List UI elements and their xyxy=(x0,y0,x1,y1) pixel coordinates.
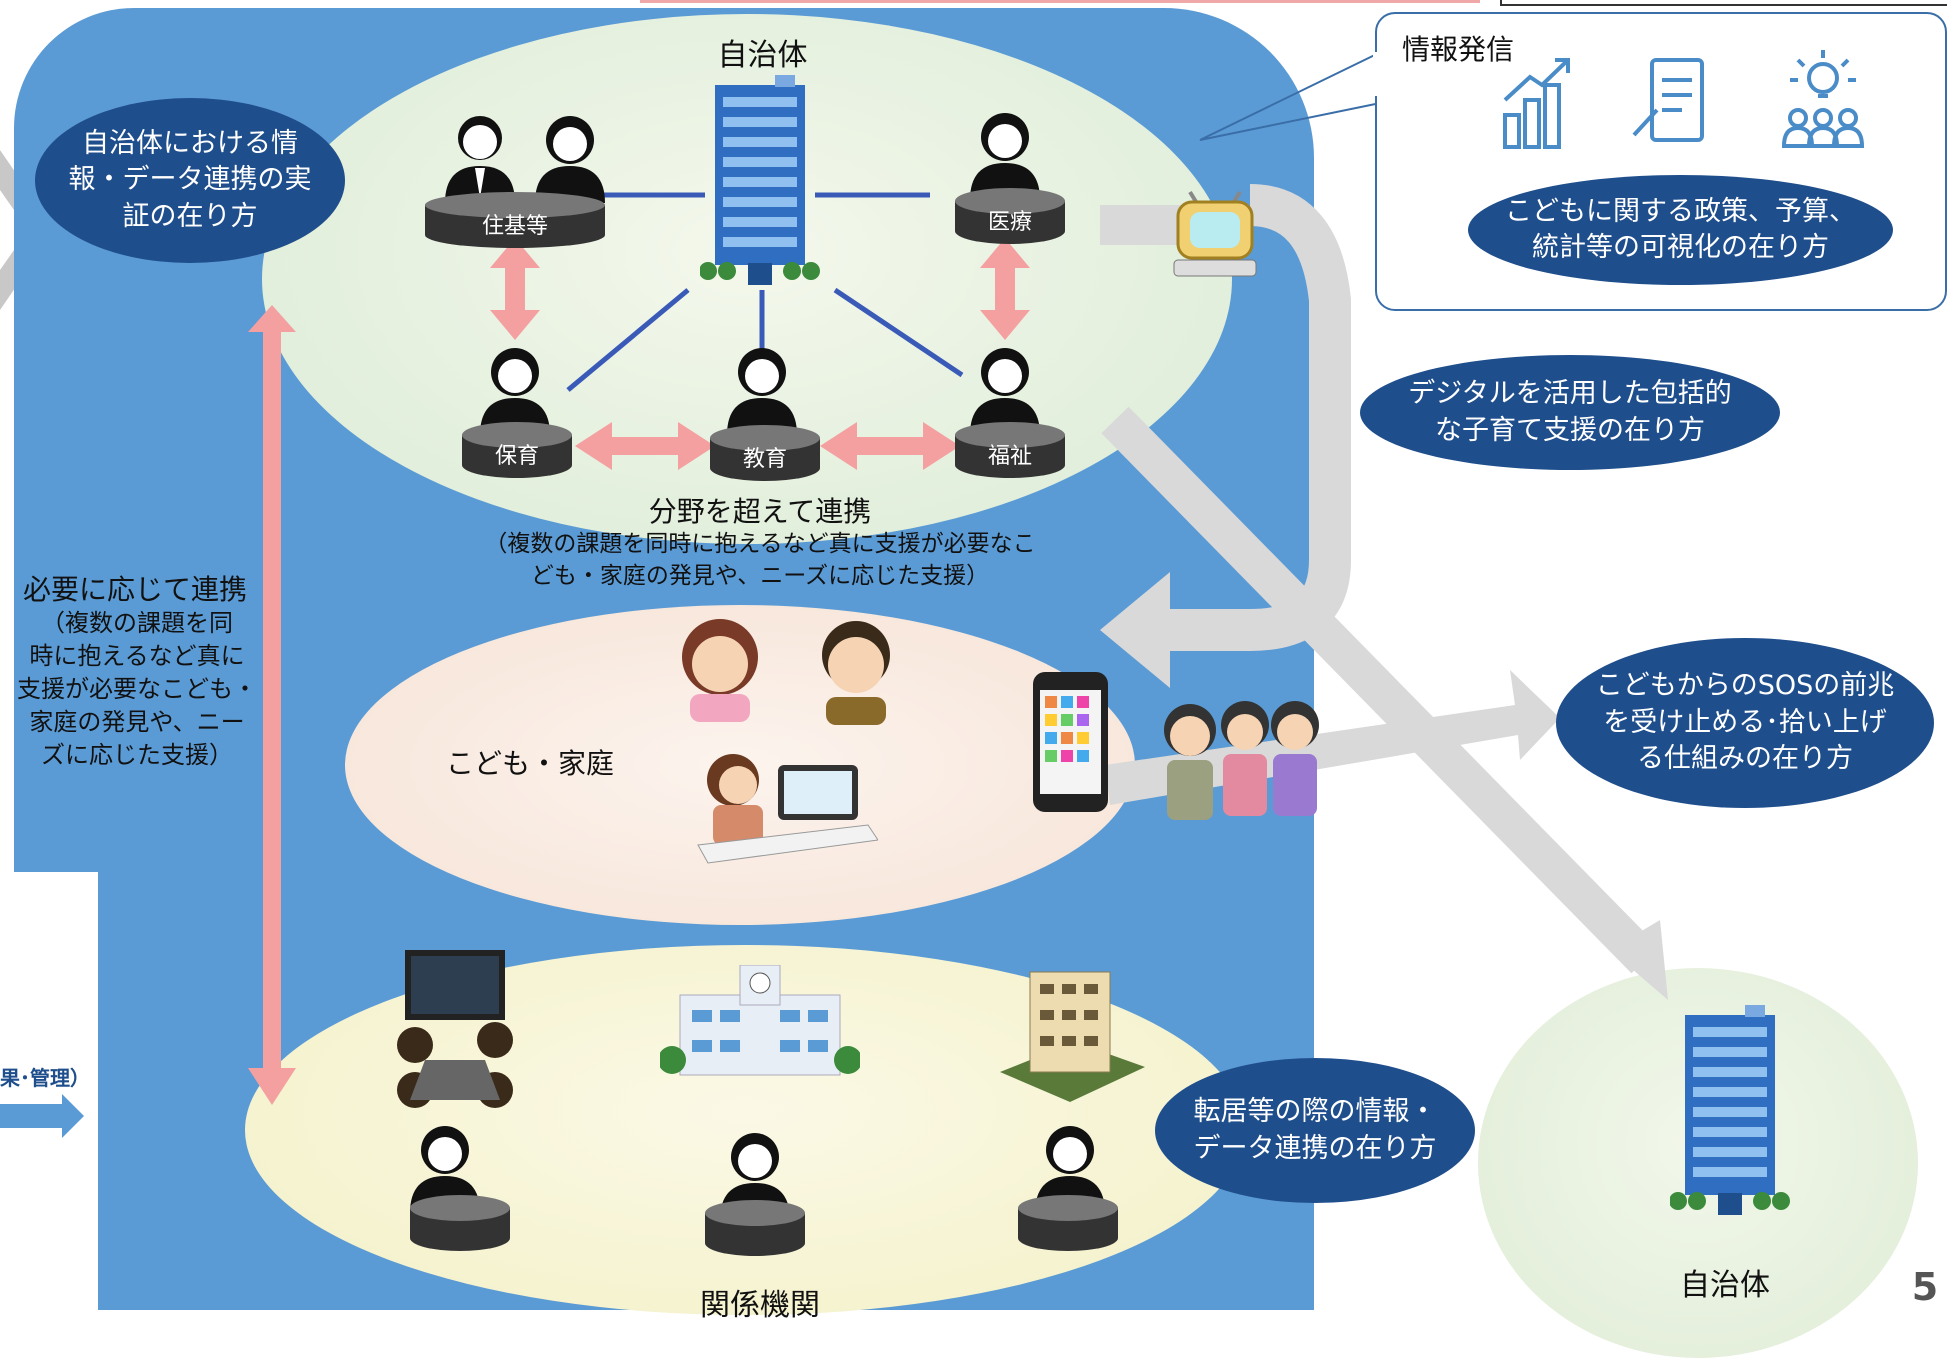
top-divider-line xyxy=(640,0,1480,3)
relocation-pill: 転居等の際の情報・ データ連携の在り方 xyxy=(1155,1058,1475,1203)
page-number: 5 xyxy=(1911,1265,1939,1309)
connector-lines-layer xyxy=(248,192,1030,1105)
staff-education-icon xyxy=(727,348,797,435)
cross-field-detail: （複数の課題を同時に抱えるなど真に支援が必要なこ ども・家庭の発見や、ニーズに応… xyxy=(484,531,1036,590)
platform-childcare-label: 保育 xyxy=(494,444,539,469)
mother-illustration xyxy=(682,619,758,722)
digital-support-pill: デジタルを活用した包括的 な子育て支援の在り方 xyxy=(1360,355,1780,470)
diagonal-arrow-line xyxy=(1101,406,1659,974)
cross-field-title: 分野を超えて連携 xyxy=(648,495,872,528)
staff-childcare-icon xyxy=(480,348,550,435)
platform-education: 教育 xyxy=(710,425,820,481)
staff-medical-icon xyxy=(970,113,1040,200)
it-team-illustration xyxy=(397,950,513,1108)
idea-people-icon xyxy=(1781,50,1865,148)
top-connector-bar xyxy=(1100,205,1180,245)
platform-agency-right xyxy=(1018,1195,1118,1251)
platform-resident: 住基等 xyxy=(425,192,605,248)
platform-childcare: 保育 xyxy=(462,422,572,478)
flow-arrows-layer xyxy=(0,49,1668,1138)
left-pill: 自治体における情 報・データ連携の実 証の在り方 xyxy=(35,98,345,263)
robot-computer-icon xyxy=(1173,190,1257,277)
link-childcare xyxy=(566,288,690,392)
pink-arrow-vertical-long xyxy=(248,305,296,1105)
curve-return-arrowhead xyxy=(1100,572,1170,688)
platform-welfare-label: 福祉 xyxy=(987,444,1032,469)
link-welfare xyxy=(833,287,964,378)
sos-arrow xyxy=(1105,670,1560,805)
apartment-building-illustration xyxy=(1000,971,1145,1102)
left-edge-arrow xyxy=(0,1094,84,1138)
top-right-box-edge xyxy=(1500,0,1947,6)
panel-notch xyxy=(0,872,98,1310)
municipality-label: 自治体 xyxy=(717,38,808,73)
platform-medical: 医療 xyxy=(955,188,1065,244)
platform-agency-center xyxy=(705,1200,805,1256)
pink-arrow-education-welfare xyxy=(820,422,960,470)
pink-arrow-left xyxy=(490,238,540,340)
staff-man-icon xyxy=(445,116,515,203)
staff-woman-icon xyxy=(535,116,605,203)
agencies-label: 関係機関 xyxy=(700,1288,820,1323)
info-box-pill: こどもに関する政策、予算、 統計等の可視化の在り方 xyxy=(1468,175,1893,285)
school-building-illustration xyxy=(660,965,860,1076)
left-edge-label: 果･管理） xyxy=(0,1066,90,1090)
platform-agency-left xyxy=(410,1195,510,1251)
pink-arrow-right xyxy=(980,238,1030,340)
pink-arrow-childcare-education xyxy=(575,422,715,470)
info-box-title: 情報発信 xyxy=(1402,33,1515,66)
right-municipality-label: 自治体 xyxy=(1680,1268,1770,1303)
left-chevron-shape xyxy=(0,150,55,310)
right-municipality-building-icon xyxy=(1670,1005,1790,1215)
children-group-illustration xyxy=(1164,701,1319,820)
curve-return-arrow xyxy=(1165,184,1351,651)
staff-welfare-icon xyxy=(970,348,1040,435)
smartphone-icon xyxy=(1033,672,1108,812)
platform-resident-label: 住基等 xyxy=(481,214,548,239)
family-label: こども・家庭 xyxy=(445,747,614,780)
father-illustration xyxy=(822,621,890,725)
as-needed-detail: （複数の課題を同 時に抱えるなど真に 支援が必要なこども・ 家庭の発見や、ニー … xyxy=(17,609,257,770)
document-pen-icon xyxy=(1632,58,1704,142)
as-needed-title: 必要に応じて連携 xyxy=(22,573,247,606)
bubble-joint-mask xyxy=(1373,52,1379,96)
platform-welfare: 福祉 xyxy=(955,422,1065,478)
child-tablet-illustration xyxy=(697,754,878,864)
platform-medical-label: 医療 xyxy=(987,210,1032,235)
chart-growth-icon xyxy=(1503,58,1570,149)
sos-pill: こどもからのSOSの前兆 を受け止める･拾い上げ る仕組みの在り方 xyxy=(1556,638,1934,808)
bubble-pointer xyxy=(1199,49,1396,141)
platform-education-label: 教育 xyxy=(742,447,787,472)
municipality-building-icon xyxy=(700,75,820,285)
diagonal-arrowhead xyxy=(1610,920,1668,1000)
